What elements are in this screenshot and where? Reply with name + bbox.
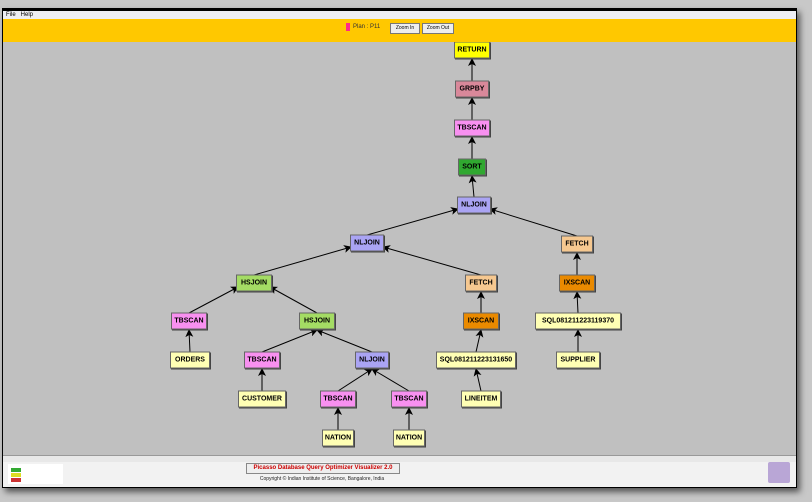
plan-tree-canvas: RETURN GRPBY TBSCAN SORT NLJOIN NLJOIN FETCH HS… bbox=[3, 42, 796, 455]
plan-node-lineitem[interactable]: LINEITEM bbox=[461, 390, 501, 408]
plan-edges bbox=[185, 58, 582, 430]
menu-bar: File Help bbox=[3, 11, 796, 19]
plan-node-sort[interactable]: SORT bbox=[458, 158, 486, 176]
edge-hsjoin1-to-nljoin2 bbox=[253, 245, 352, 276]
plan-label: Plan : P11 bbox=[353, 24, 381, 30]
edge-tbscan2-to-hsjoin1 bbox=[188, 286, 239, 314]
plan-node-return[interactable]: RETURN bbox=[454, 42, 490, 59]
footer: Picasso Database Query Optimizer Visuali… bbox=[3, 462, 796, 487]
plan-node-hsjoin1[interactable]: HSJOIN bbox=[236, 274, 272, 292]
plan-node-sql1[interactable]: SQL081211223119370 bbox=[535, 312, 621, 330]
plan-node-nljoin2[interactable]: NLJOIN bbox=[350, 234, 384, 252]
plan-node-tbscan4[interactable]: TBSCAN bbox=[320, 390, 356, 408]
plan-node-sql2[interactable]: SQL081211223131650 bbox=[436, 351, 516, 369]
zoom-in-button[interactable]: Zoom In bbox=[390, 23, 420, 34]
menu-file[interactable]: File bbox=[6, 12, 16, 18]
plan-node-nation1[interactable]: NATION bbox=[322, 429, 354, 447]
iisc-logo bbox=[768, 462, 790, 483]
plan-node-tbscan2[interactable]: TBSCAN bbox=[171, 312, 207, 330]
edge-tbscan5-to-nljoin3 bbox=[371, 368, 410, 392]
plan-node-tbscan3[interactable]: TBSCAN bbox=[244, 351, 280, 369]
copyright-text: Copyright © Indian Institute of Science,… bbox=[259, 476, 385, 482]
menu-help[interactable]: Help bbox=[20, 12, 34, 18]
edge-tbscan4-to-nljoin3 bbox=[337, 368, 373, 392]
plan-node-fetch2[interactable]: FETCH bbox=[465, 274, 497, 292]
dsl-logo bbox=[8, 464, 63, 484]
plan-node-fetch1[interactable]: FETCH bbox=[561, 235, 593, 253]
plan-node-supplier[interactable]: SUPPLIER bbox=[556, 351, 600, 369]
plan-node-tbscan1[interactable]: TBSCAN bbox=[454, 119, 490, 137]
edge-hsjoin2-to-hsjoin1 bbox=[269, 286, 318, 314]
edge-nljoin2-to-nljoin1 bbox=[366, 207, 459, 236]
app-title-button[interactable]: Picasso Database Query Optimizer Visuali… bbox=[246, 463, 400, 474]
plan-node-nljoin3[interactable]: NLJOIN bbox=[355, 351, 389, 369]
plan-node-grpby[interactable]: GRPBY bbox=[455, 80, 489, 98]
edge-sql2-to-ixscan2 bbox=[475, 329, 484, 353]
plan-node-orders[interactable]: ORDERS bbox=[170, 351, 210, 369]
edge-orders-to-tbscan2 bbox=[185, 329, 194, 353]
plan-node-tbscan5[interactable]: TBSCAN bbox=[391, 390, 427, 408]
zoom-out-button[interactable]: Zoom Out bbox=[422, 23, 454, 34]
edge-fetch1-to-nljoin1 bbox=[489, 207, 578, 237]
plan-node-customer[interactable]: CUSTOMER bbox=[238, 390, 286, 408]
edge-tbscan3-to-hsjoin2 bbox=[261, 328, 318, 353]
edge-nljoin1-to-sort bbox=[468, 175, 477, 198]
plan-node-ixscan1[interactable]: IXSCAN bbox=[559, 274, 595, 292]
edge-nljoin3-to-hsjoin2 bbox=[316, 328, 373, 353]
plan-node-nation2[interactable]: NATION bbox=[393, 429, 425, 447]
plan-node-hsjoin2[interactable]: HSJOIN bbox=[299, 312, 335, 330]
plan-node-nljoin1[interactable]: NLJOIN bbox=[457, 196, 491, 214]
toolbar: Plan : P11 Zoom In Zoom Out bbox=[3, 19, 796, 42]
edge-lineitem-to-sql2 bbox=[473, 368, 482, 392]
plan-node-ixscan2[interactable]: IXSCAN bbox=[463, 312, 499, 330]
edge-sql1-to-ixscan1 bbox=[573, 291, 582, 314]
edge-fetch2-to-nljoin2 bbox=[382, 245, 482, 276]
plan-color-swatch bbox=[346, 23, 350, 31]
horizontal-scrollbar[interactable] bbox=[3, 455, 796, 463]
